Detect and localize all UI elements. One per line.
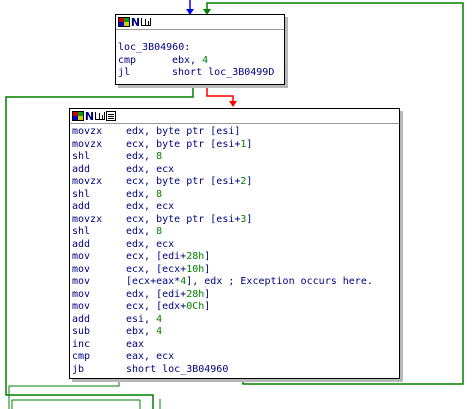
- graph-icon[interactable]: [141, 18, 151, 26]
- instruction-line[interactable]: cmp eax, ecx: [72, 351, 399, 364]
- instruction-line[interactable]: add esi, 4: [72, 314, 399, 327]
- instruction-line[interactable]: shl edx, 8: [72, 226, 399, 239]
- mnemonic: movzx: [72, 213, 103, 225]
- instruction-line[interactable]: add edx, ecx: [72, 201, 399, 214]
- operands: ecx, [edx+0Ch]: [126, 301, 211, 312]
- operands: edx, byte ptr [esi]: [126, 126, 241, 137]
- mnemonic: add: [72, 313, 91, 325]
- block-header: N: [70, 109, 399, 124]
- operands: edx, ecx: [126, 163, 175, 175]
- mnemonic: add: [72, 163, 91, 175]
- operands: short loc_3B04960: [126, 363, 229, 375]
- operands: ecx, byte ptr [esi+2]: [126, 176, 253, 187]
- block-header: N: [116, 15, 284, 30]
- block-code: movzx edx, byte ptr [esi] movzx ecx, byte p…: [70, 124, 399, 376]
- instruction-line[interactable]: jl short loc_3B0499D: [118, 67, 284, 80]
- outgoing-edges: [8, 378, 161, 409]
- instruction-line[interactable]: movzx ecx, byte ptr [esi+1]: [72, 139, 399, 152]
- instruction-line[interactable]: mov ecx, [edi+28h]: [72, 251, 399, 264]
- instruction-line[interactable]: mov edx, [edi+28h]: [72, 289, 399, 302]
- instruction-line[interactable]: mov ecx, [ecx+10h]: [72, 264, 399, 277]
- graph-icon[interactable]: [95, 112, 105, 120]
- mnemonic: add: [72, 238, 91, 250]
- operands: edx, ecx: [126, 238, 175, 250]
- instruction-line[interactable]: sub ebx, 4: [72, 326, 399, 339]
- operands: edx, 8: [126, 226, 163, 237]
- operands: esi, 4: [126, 313, 163, 325]
- mnemonic: add: [72, 201, 91, 212]
- code-block-loop-body[interactable]: N movzx edx, byte ptr [esi] movzx ecx, byte…: [69, 108, 400, 379]
- operands: ecx, [edi+28h]: [126, 251, 211, 262]
- mnemonic: mov: [72, 251, 91, 262]
- mnemonic: mov: [72, 301, 91, 312]
- mnemonic: movzx: [72, 126, 103, 137]
- true-branch-edge: [5, 84, 194, 409]
- instruction-line[interactable]: add edx, ecx: [72, 164, 399, 177]
- mnemonic: sub: [72, 326, 91, 337]
- mnemonic: jl: [118, 67, 131, 78]
- code-block-loc-3b04960[interactable]: N loc_3B04960: cmp ebx, 4 jl short loc_3B04…: [115, 14, 285, 85]
- operands: ecx, byte ptr [esi+1]: [126, 138, 253, 150]
- list-icon[interactable]: [106, 111, 116, 121]
- instruction-line[interactable]: movzx edx, byte ptr [esi]: [72, 126, 399, 139]
- operands: eax: [126, 338, 145, 350]
- block-code: loc_3B04960: cmp ebx, 4 jl short loc_3B0499…: [116, 30, 284, 80]
- block-label[interactable]: loc_3B04960:: [118, 42, 191, 53]
- operands: short loc_3B0499D: [172, 67, 275, 78]
- mnemonic: shl: [72, 226, 91, 237]
- operands: ebx, 4: [172, 54, 209, 66]
- instruction-line[interactable]: add edx, ecx: [72, 239, 399, 252]
- instruction-line[interactable]: shl edx, 8: [72, 151, 399, 164]
- mnemonic: mov: [72, 276, 91, 287]
- mnemonic: cmp: [72, 351, 91, 362]
- instruction-line[interactable]: shl edx, 8: [72, 189, 399, 202]
- instruction-line[interactable]: movzx ecx, byte ptr [esi+2]: [72, 176, 399, 189]
- operands: edx, 8: [126, 188, 163, 200]
- mnemonic: mov: [72, 288, 91, 300]
- instruction-line[interactable]: mov [ecx+eax*4], edx ; Exception occurs h…: [72, 276, 399, 289]
- mnemonic: mov: [72, 263, 91, 275]
- instruction-line[interactable]: mov ecx, [edx+0Ch]: [72, 301, 399, 314]
- mnemonic: movzx: [72, 138, 103, 150]
- color-icon[interactable]: [72, 111, 84, 121]
- rename-icon[interactable]: N: [130, 15, 141, 29]
- mnemonic: shl: [72, 188, 91, 200]
- incoming-edge-green: [203, 2, 464, 385]
- color-icon[interactable]: [118, 17, 130, 27]
- instruction-line[interactable]: movzx ecx, byte ptr [esi+3]: [72, 214, 399, 227]
- mnemonic: jb: [72, 363, 85, 375]
- operands: edx, ecx: [126, 201, 175, 212]
- operands: eax, ecx: [126, 351, 175, 362]
- mnemonic: shl: [72, 151, 91, 162]
- mnemonic: cmp: [118, 54, 137, 66]
- incoming-edge-blue: [186, 0, 194, 15]
- instruction-line[interactable]: inc eax: [72, 339, 399, 352]
- instruction-line[interactable]: cmp ebx, 4: [118, 55, 284, 68]
- false-branch-edge: [206, 84, 237, 107]
- operands: ecx, byte ptr [esi+3]: [126, 213, 253, 225]
- mnemonic: movzx: [72, 176, 103, 187]
- instruction-line[interactable]: jb short loc_3B04960: [72, 364, 399, 377]
- operands: ecx, [ecx+10h]: [126, 263, 211, 275]
- operands: [ecx+eax*4], edx ; Exception occurs here…: [126, 276, 373, 287]
- rename-icon[interactable]: N: [84, 109, 95, 123]
- operands: ebx, 4: [126, 326, 163, 337]
- operands: edx, 8: [126, 151, 163, 162]
- mnemonic: inc: [72, 338, 91, 350]
- operands: edx, [edi+28h]: [126, 288, 211, 300]
